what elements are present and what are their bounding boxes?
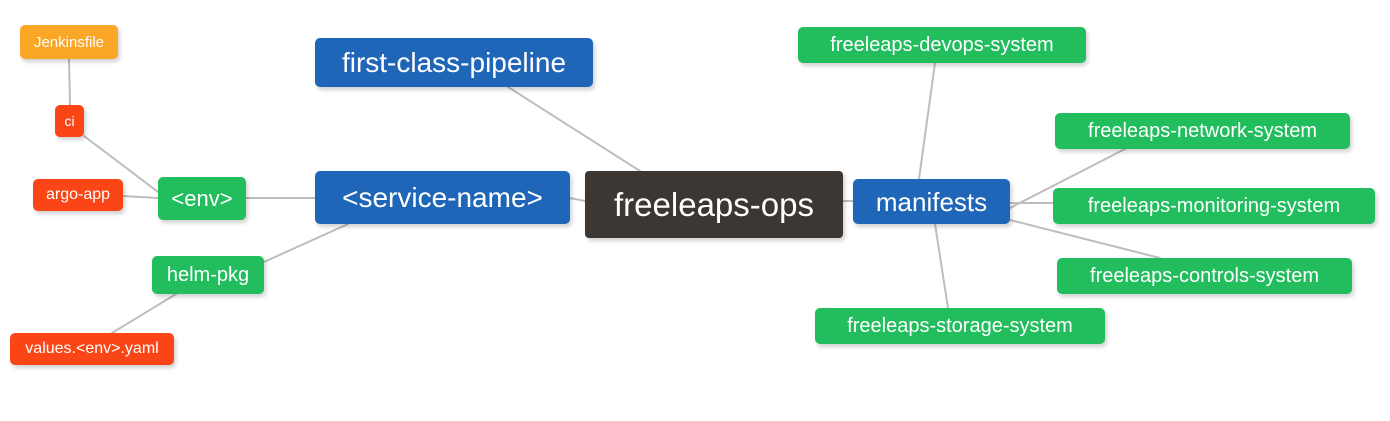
node-label-manifests: manifests bbox=[875, 186, 988, 217]
node-label-values-yaml: values.<env>.yaml bbox=[25, 340, 159, 357]
node-label-freeleaps-devops-system: freeleaps-devops-system bbox=[830, 34, 1054, 56]
node-label-service-name: <service-name> bbox=[342, 181, 543, 213]
node-label-freeleaps-controls-system: freeleaps-controls-system bbox=[1090, 265, 1319, 287]
node-label-freeleaps-monitoring-system: freeleaps-monitoring-system bbox=[1087, 195, 1341, 217]
node-label-freeleaps-network-system: freeleaps-network-system bbox=[1088, 120, 1317, 142]
node-env[interactable]: <env> bbox=[158, 177, 246, 220]
edge-service-name-to-freeleaps-ops bbox=[569, 197, 586, 202]
node-argo-app[interactable]: argo-app bbox=[33, 179, 123, 211]
edge-values-yaml-to-helm-pkg bbox=[111, 293, 177, 334]
edge-manifests-to-freeleaps-controls-system bbox=[1009, 219, 1161, 259]
node-helm-pkg[interactable]: helm-pkg bbox=[152, 256, 264, 294]
node-label-env: <env> bbox=[171, 185, 233, 211]
node-freeleaps-controls-system[interactable]: freeleaps-controls-system bbox=[1057, 258, 1352, 294]
node-manifests[interactable]: manifests bbox=[853, 179, 1010, 224]
edge-first-class-pipeline-to-freeleaps-ops bbox=[507, 86, 641, 172]
node-freeleaps-storage-system[interactable]: freeleaps-storage-system bbox=[815, 308, 1105, 344]
node-freeleaps-monitoring-system[interactable]: freeleaps-monitoring-system bbox=[1053, 188, 1375, 224]
node-label-helm-pkg: helm-pkg bbox=[166, 264, 250, 286]
node-label-freeleaps-ops: freeleaps-ops bbox=[614, 186, 814, 223]
node-values-yaml[interactable]: values.<env>.yaml bbox=[10, 333, 174, 365]
node-label-first-class-pipeline: first-class-pipeline bbox=[341, 46, 567, 78]
edge-manifests-to-freeleaps-devops-system bbox=[918, 62, 936, 180]
edge-argo-app-to-env bbox=[122, 195, 159, 199]
edge-helm-pkg-to-service-name bbox=[263, 223, 349, 263]
node-label-freeleaps-storage-system: freeleaps-storage-system bbox=[847, 315, 1073, 337]
node-jenkinsfile[interactable]: Jenkinsfile bbox=[20, 25, 118, 59]
node-label-ci: ci bbox=[64, 113, 75, 129]
node-freeleaps-network-system[interactable]: freeleaps-network-system bbox=[1055, 113, 1350, 149]
edge-jenkinsfile-to-ci bbox=[68, 58, 71, 106]
node-label-argo-app: argo-app bbox=[45, 186, 111, 203]
node-freeleaps-ops[interactable]: freeleaps-ops bbox=[585, 171, 843, 238]
node-service-name[interactable]: <service-name> bbox=[315, 171, 570, 224]
node-ci[interactable]: ci bbox=[55, 105, 84, 137]
node-freeleaps-devops-system[interactable]: freeleaps-devops-system bbox=[798, 27, 1086, 63]
node-label-jenkinsfile: Jenkinsfile bbox=[33, 33, 105, 51]
edge-manifests-to-freeleaps-storage-system bbox=[934, 223, 949, 309]
node-first-class-pipeline[interactable]: first-class-pipeline bbox=[315, 38, 593, 87]
